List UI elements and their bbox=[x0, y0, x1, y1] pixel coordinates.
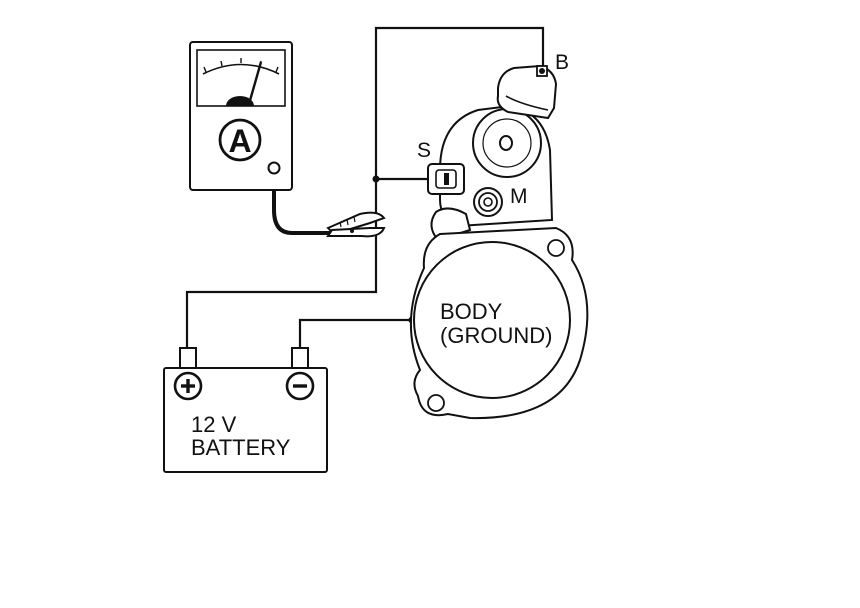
solenoid-plunger bbox=[499, 135, 513, 151]
ammeter: A bbox=[189, 41, 293, 191]
b-terminal-cap-edge bbox=[505, 95, 549, 111]
motor-body-label: BODY bbox=[440, 299, 503, 324]
motor-ground-label: (GROUND) bbox=[440, 323, 552, 348]
battery-voltage-label: 12 V bbox=[191, 412, 237, 437]
ammeter-scale-arc bbox=[202, 63, 280, 75]
starter-motor: BODY (GROUND) bbox=[409, 64, 589, 420]
ammeter-needle-pivot bbox=[226, 96, 254, 106]
battery-negative-post bbox=[291, 347, 309, 369]
b-terminal-nut bbox=[539, 68, 545, 74]
ammeter-needle bbox=[247, 61, 263, 105]
junction-dot bbox=[372, 175, 380, 183]
solenoid-end-cap-inner bbox=[482, 118, 532, 168]
battery-positive-post bbox=[179, 347, 197, 369]
clip-jaw-lower bbox=[326, 227, 386, 238]
wire-battery-negative-to-body bbox=[298, 318, 412, 348]
m-terminal bbox=[473, 187, 503, 217]
s-terminal-label: S bbox=[417, 139, 431, 162]
battery-case bbox=[163, 367, 328, 473]
b-terminal-label: B bbox=[555, 51, 569, 74]
flange-hole-top bbox=[547, 239, 565, 257]
motor-body bbox=[413, 241, 571, 399]
ammeter-probe-lead bbox=[272, 172, 330, 235]
flange-hole-bottom bbox=[427, 394, 445, 412]
battery: 12 V BATTERY bbox=[163, 347, 328, 473]
b-terminal-cap bbox=[496, 64, 558, 120]
ammeter-symbol-letter: A bbox=[228, 123, 251, 159]
clip-pivot bbox=[350, 229, 354, 233]
s-terminal-connector bbox=[427, 163, 465, 195]
battery-name-label: BATTERY bbox=[191, 435, 291, 460]
m-terminal-label: M bbox=[510, 185, 528, 208]
ammeter-probe-jack bbox=[267, 161, 281, 175]
wire-battery-positive-to-b-terminal bbox=[185, 26, 545, 348]
alligator-clip bbox=[326, 211, 386, 238]
ammeter-symbol-ring bbox=[218, 118, 262, 162]
